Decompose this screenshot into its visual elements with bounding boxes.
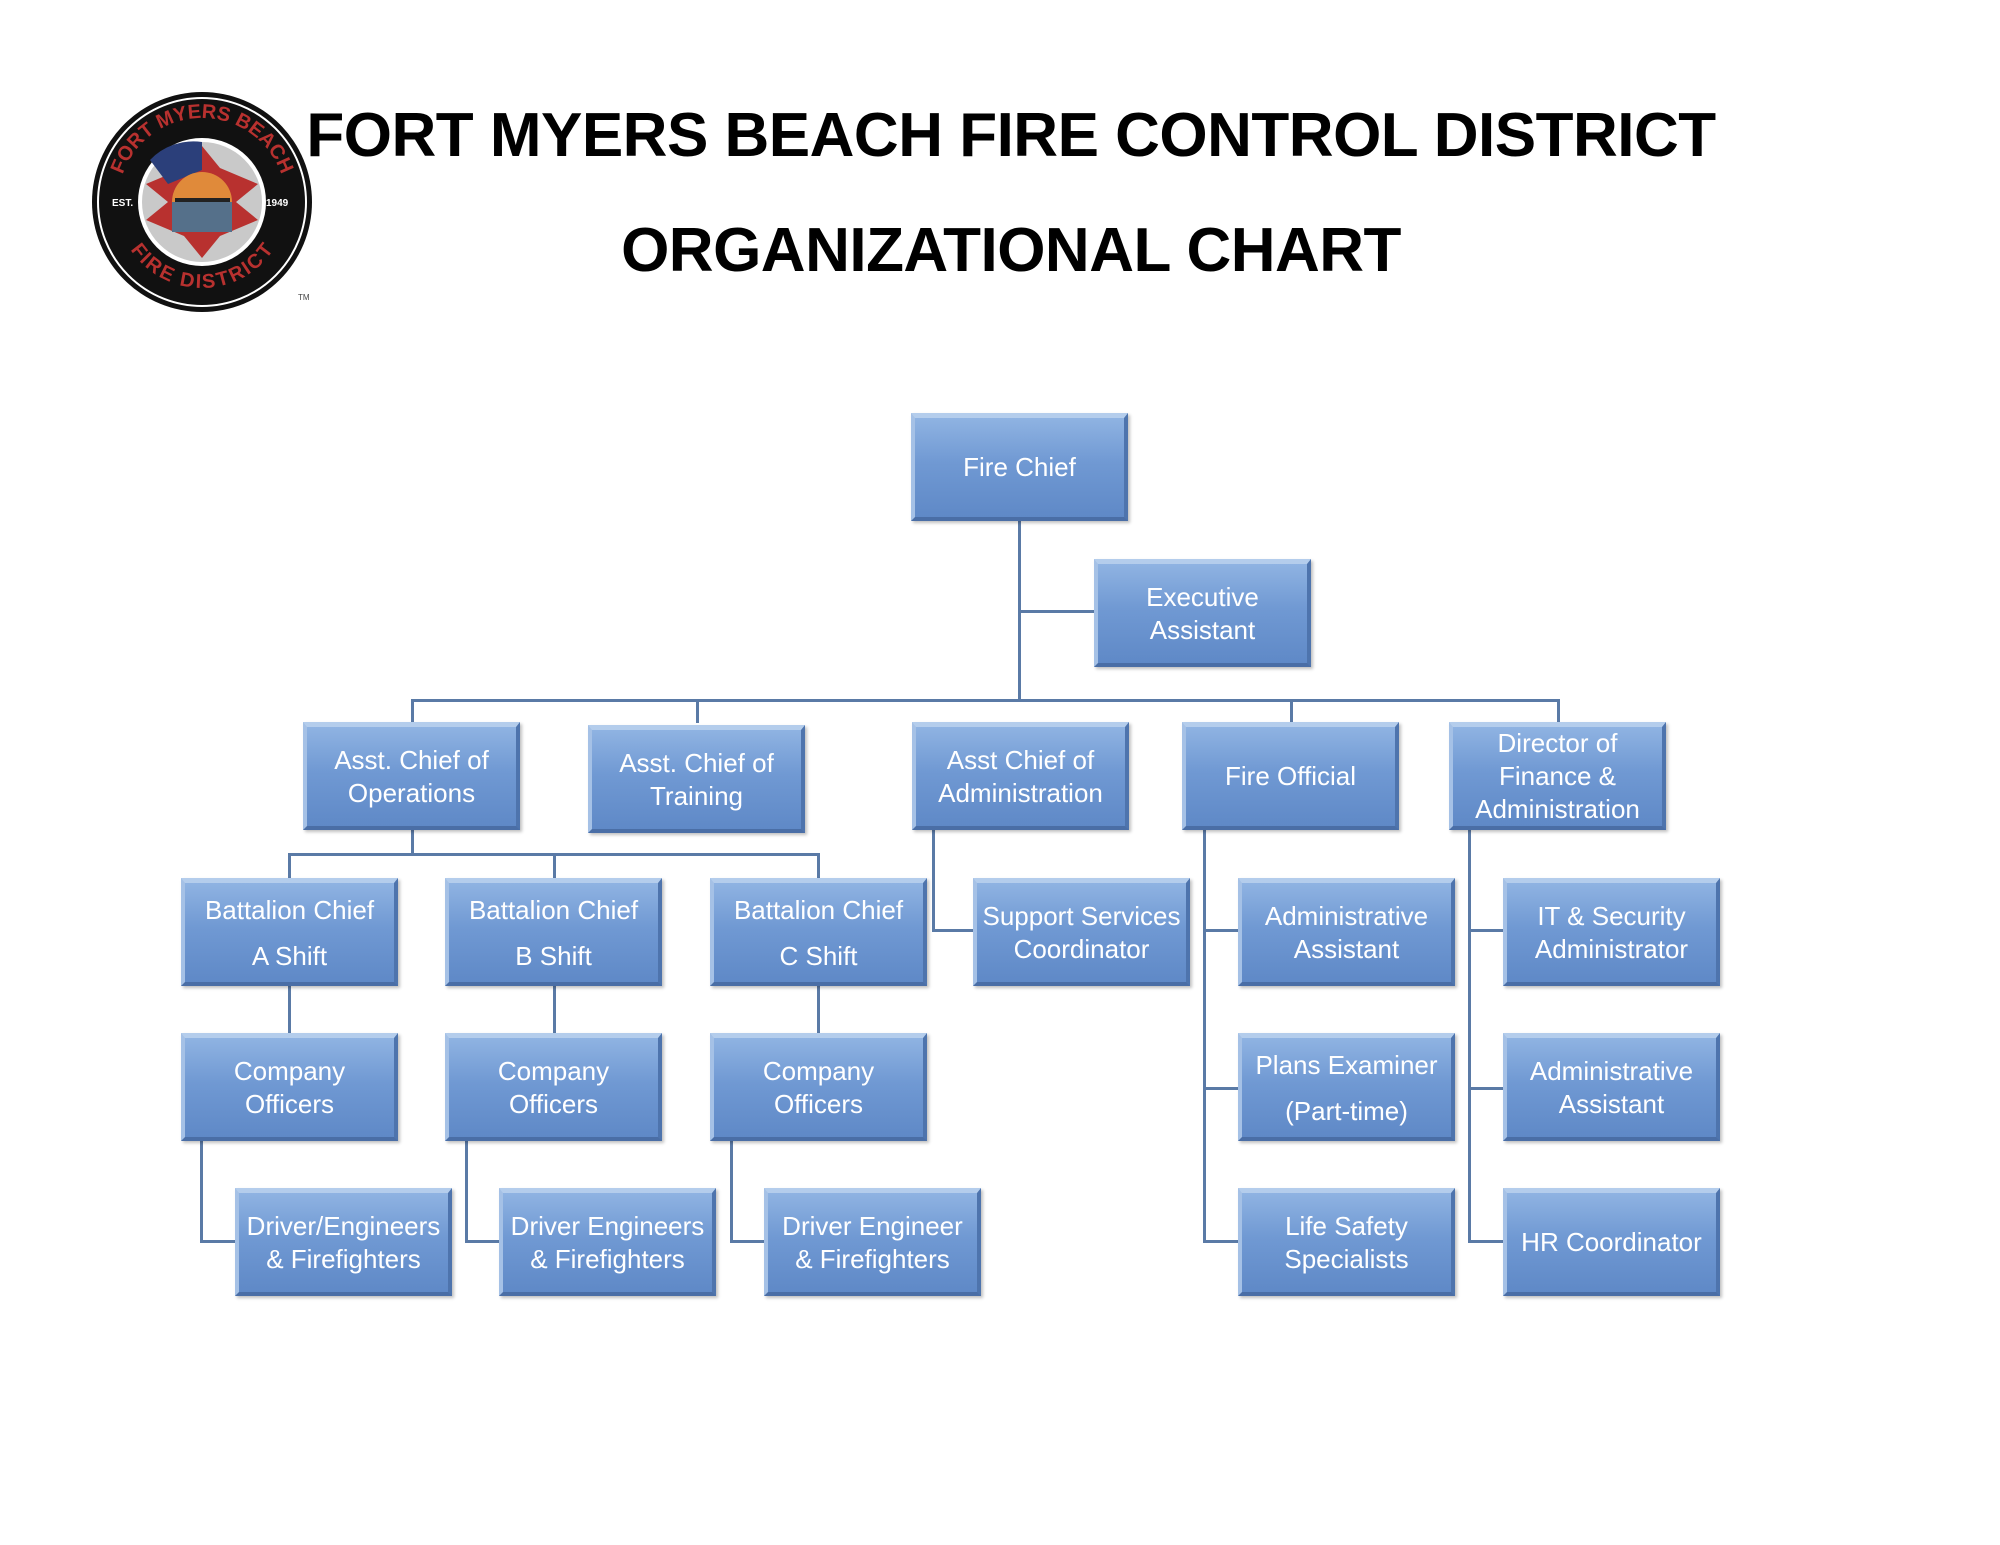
node-label: Company xyxy=(497,1055,610,1086)
node-label: Driver/Engineers xyxy=(246,1210,441,1241)
node-label: Administrative xyxy=(1264,900,1429,931)
node-label: Administration xyxy=(938,777,1103,808)
logo-tm: TM xyxy=(298,293,310,302)
logo-est: EST. xyxy=(112,198,133,209)
node-label: Assistant xyxy=(1149,614,1256,645)
node-label: Coordinator xyxy=(1013,933,1150,964)
node-label: Executive xyxy=(1146,581,1259,612)
node-label: Officers xyxy=(244,1088,335,1119)
fire-district-logo: FORT MYERS BEACH FIRE DISTRICT EST. 1949… xyxy=(92,92,312,312)
node-label: Administration xyxy=(1475,794,1640,824)
node-label: Specialists xyxy=(1284,1243,1409,1274)
node-label: (Part-time) xyxy=(1285,1095,1408,1126)
node-label: Company xyxy=(233,1055,346,1086)
node-fire-official: Fire Official xyxy=(1182,722,1399,830)
node-label: Company xyxy=(762,1055,875,1086)
node-label: Officers xyxy=(773,1088,864,1119)
node-label: Administrator xyxy=(1534,933,1689,964)
node-hr-coordinator: HR Coordinator xyxy=(1503,1188,1720,1296)
node-label: Asst. Chief of xyxy=(619,747,774,778)
node-drivers-b: Driver Engineers& Firefighters xyxy=(499,1188,716,1296)
node-label: Fire Chief xyxy=(963,452,1076,482)
node-label: C Shift xyxy=(779,940,858,971)
node-label: Training xyxy=(650,780,743,811)
node-label: Director of xyxy=(1497,728,1618,758)
node-label: & Firefighters xyxy=(530,1243,685,1274)
node-label: Administrative xyxy=(1529,1055,1694,1086)
node-label: Support Services xyxy=(982,900,1181,931)
node-label: Assistant xyxy=(1558,1088,1665,1119)
node-battalion-chief-a: Battalion Chief A Shift xyxy=(181,878,398,986)
node-label: Plans Examiner xyxy=(1255,1049,1438,1080)
node-label: Driver Engineer xyxy=(782,1210,963,1241)
node-label: Asst. Chief of xyxy=(334,744,489,775)
node-label: & Firefighters xyxy=(795,1243,950,1274)
node-fire-chief: Fire Chief xyxy=(911,413,1128,521)
node-drivers-a: Driver/Engineers& Firefighters xyxy=(235,1188,452,1296)
node-drivers-c: Driver Engineer& Firefighters xyxy=(764,1188,981,1296)
node-battalion-chief-c: Battalion Chief C Shift xyxy=(710,878,927,986)
node-label: HR Coordinator xyxy=(1521,1227,1702,1257)
node-label: B Shift xyxy=(515,940,592,971)
node-label: Officers xyxy=(508,1088,599,1119)
node-label: Battalion Chief xyxy=(468,894,639,925)
node-label: Life Safety xyxy=(1285,1210,1408,1241)
node-label: A Shift xyxy=(251,940,328,971)
node-label: Battalion Chief xyxy=(733,894,904,925)
node-label: Asst Chief of xyxy=(946,744,1095,775)
page-title: FORT MYERS BEACH FIRE CONTROL DISTRICT xyxy=(306,101,1716,170)
node-label: Battalion Chief xyxy=(204,894,375,925)
node-label: IT & Security xyxy=(1537,900,1686,931)
node-label: Driver Engineers xyxy=(510,1210,705,1241)
node-label: Operations xyxy=(347,777,476,808)
node-plans-examiner: Plans Examiner (Part-time) xyxy=(1238,1033,1455,1141)
node-battalion-chief-b: Battalion Chief B Shift xyxy=(445,878,662,986)
page-subtitle: ORGANIZATIONAL CHART xyxy=(621,216,1401,285)
node-label: & Firefighters xyxy=(266,1243,421,1274)
node-label: Finance & xyxy=(1498,761,1617,791)
node-label: Fire Official xyxy=(1225,761,1356,791)
logo-year: 1949 xyxy=(266,198,289,209)
node-label: Assistant xyxy=(1293,933,1400,964)
